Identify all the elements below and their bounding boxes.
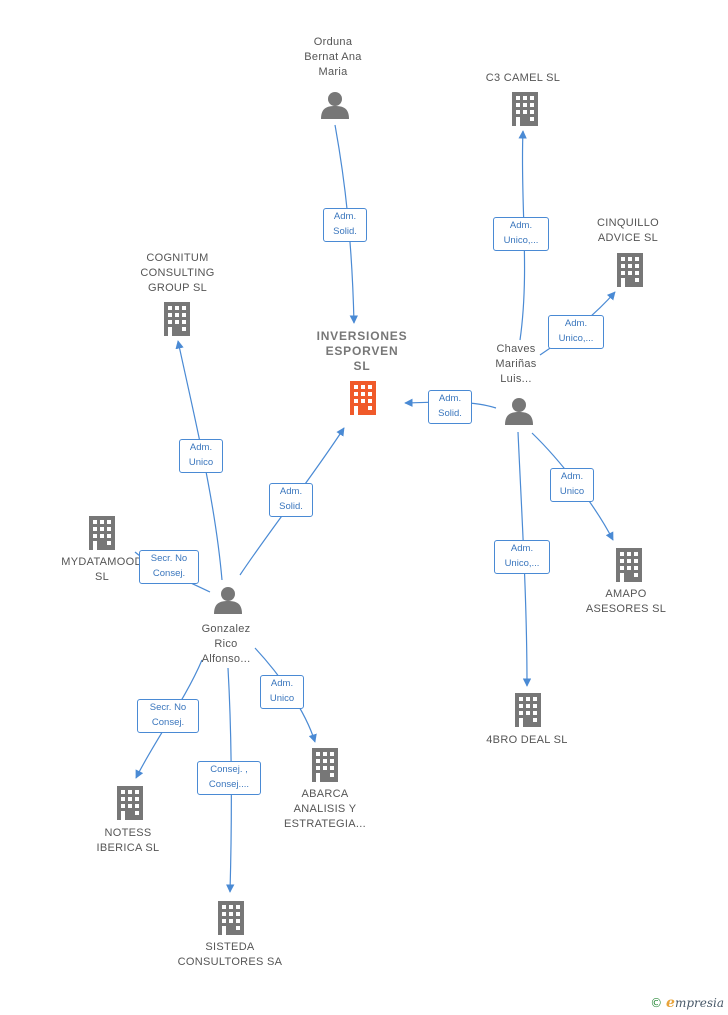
edge-label-gonz-mydata: Secr. No Consej. bbox=[139, 550, 199, 584]
edge-label-gonz-cognitum: Adm. Unico bbox=[179, 439, 223, 473]
node-label-4bro[interactable]: 4BRO DEAL SL bbox=[486, 734, 568, 746]
edge-label-gonz-main: Adm. Solid. bbox=[269, 483, 313, 517]
node-label-main[interactable]: INVERSIONES ESPORVEN SL bbox=[316, 329, 408, 373]
building-icon-main bbox=[350, 381, 376, 415]
node-label-notess[interactable]: NOTESS IBERICA SL bbox=[96, 827, 160, 854]
node-label-abarca[interactable]: ABARCA ANALISIS Y ESTRATEGIA... bbox=[284, 788, 366, 830]
edge-label-gonz-abarca: Adm. Unico bbox=[260, 675, 304, 709]
building-icon-mydatamood bbox=[89, 516, 115, 550]
building-icon-cognitum bbox=[164, 302, 190, 336]
edge-label-chaves-amapo: Adm. Unico bbox=[550, 468, 594, 502]
building-icon-amapo bbox=[616, 548, 642, 582]
node-label-c3camel[interactable]: C3 CAMEL SL bbox=[485, 72, 561, 84]
node-label-cinquillo[interactable]: CINQUILLO ADVICE SL bbox=[597, 217, 659, 244]
node-label-chaves[interactable]: Chaves Mariñas Luis... bbox=[495, 343, 537, 385]
edge-label-chaves-4bro: Adm. Unico,... bbox=[494, 540, 550, 574]
building-icon-sisteda bbox=[218, 901, 244, 935]
node-label-orduna[interactable]: Orduna Bernat Ana Maria bbox=[304, 36, 362, 78]
edge-label-gonz-sisteda: Consej. , Consej.... bbox=[197, 761, 261, 795]
person-icon-chaves bbox=[505, 398, 533, 425]
node-label-gonzalez[interactable]: Gonzalez Rico Alfonso... bbox=[201, 623, 251, 665]
node-label-amapo[interactable]: AMAPO ASESORES SL bbox=[585, 588, 667, 615]
node-label-sisteda[interactable]: SISTEDA CONSULTORES SA bbox=[177, 941, 283, 968]
building-icon-notess bbox=[117, 786, 143, 820]
person-icon-orduna bbox=[321, 92, 349, 119]
building-icon-c3camel bbox=[512, 92, 538, 126]
building-icon-4bro bbox=[515, 693, 541, 727]
edge-label-chaves-main: Adm. Solid. bbox=[428, 390, 472, 424]
edge-label-chaves-cinq: Adm. Unico,... bbox=[548, 315, 604, 349]
node-label-cognitum[interactable]: COGNITUM CONSULTING GROUP SL bbox=[140, 252, 215, 294]
edge-label-chaves-c3: Adm. Unico,... bbox=[493, 217, 549, 251]
node-label-mydatamood[interactable]: MYDATAMOOD SL bbox=[61, 556, 143, 583]
edge-label-orduna-main: Adm. Solid. bbox=[323, 208, 367, 242]
edge-label-gonz-notess: Secr. No Consej. bbox=[137, 699, 199, 733]
building-icon-cinquillo bbox=[617, 253, 643, 287]
person-icon-gonzalez bbox=[214, 587, 242, 614]
building-icon-abarca bbox=[312, 748, 338, 782]
brand-logo: © empresia bbox=[650, 995, 724, 1011]
